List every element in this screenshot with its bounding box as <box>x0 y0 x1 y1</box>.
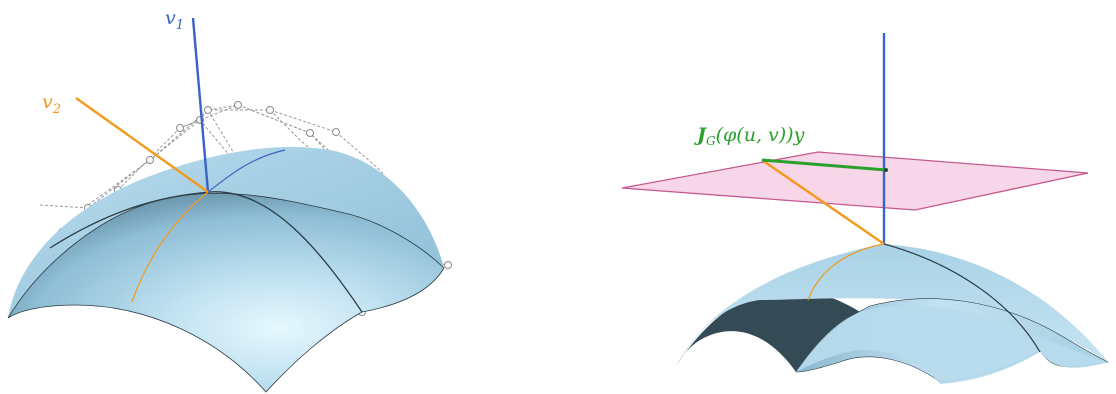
v2-vector <box>76 98 208 192</box>
right-panel: JG(φ(u, v))y <box>622 33 1108 384</box>
control-point <box>235 102 242 109</box>
tangent-plane <box>622 152 1088 210</box>
control-point <box>177 125 184 132</box>
v2-label: v2 <box>42 91 61 117</box>
control-point <box>307 130 314 137</box>
control-point <box>205 107 212 114</box>
jacobian-label: JG(φ(u, v))y <box>694 124 805 148</box>
control-point <box>267 107 274 114</box>
jacobian-endpoint <box>884 168 888 172</box>
v1-label: v1 <box>165 7 184 33</box>
control-point <box>147 157 154 164</box>
control-point <box>445 262 452 269</box>
control-point <box>333 129 340 136</box>
left-panel: v1 v2 <box>8 7 452 392</box>
